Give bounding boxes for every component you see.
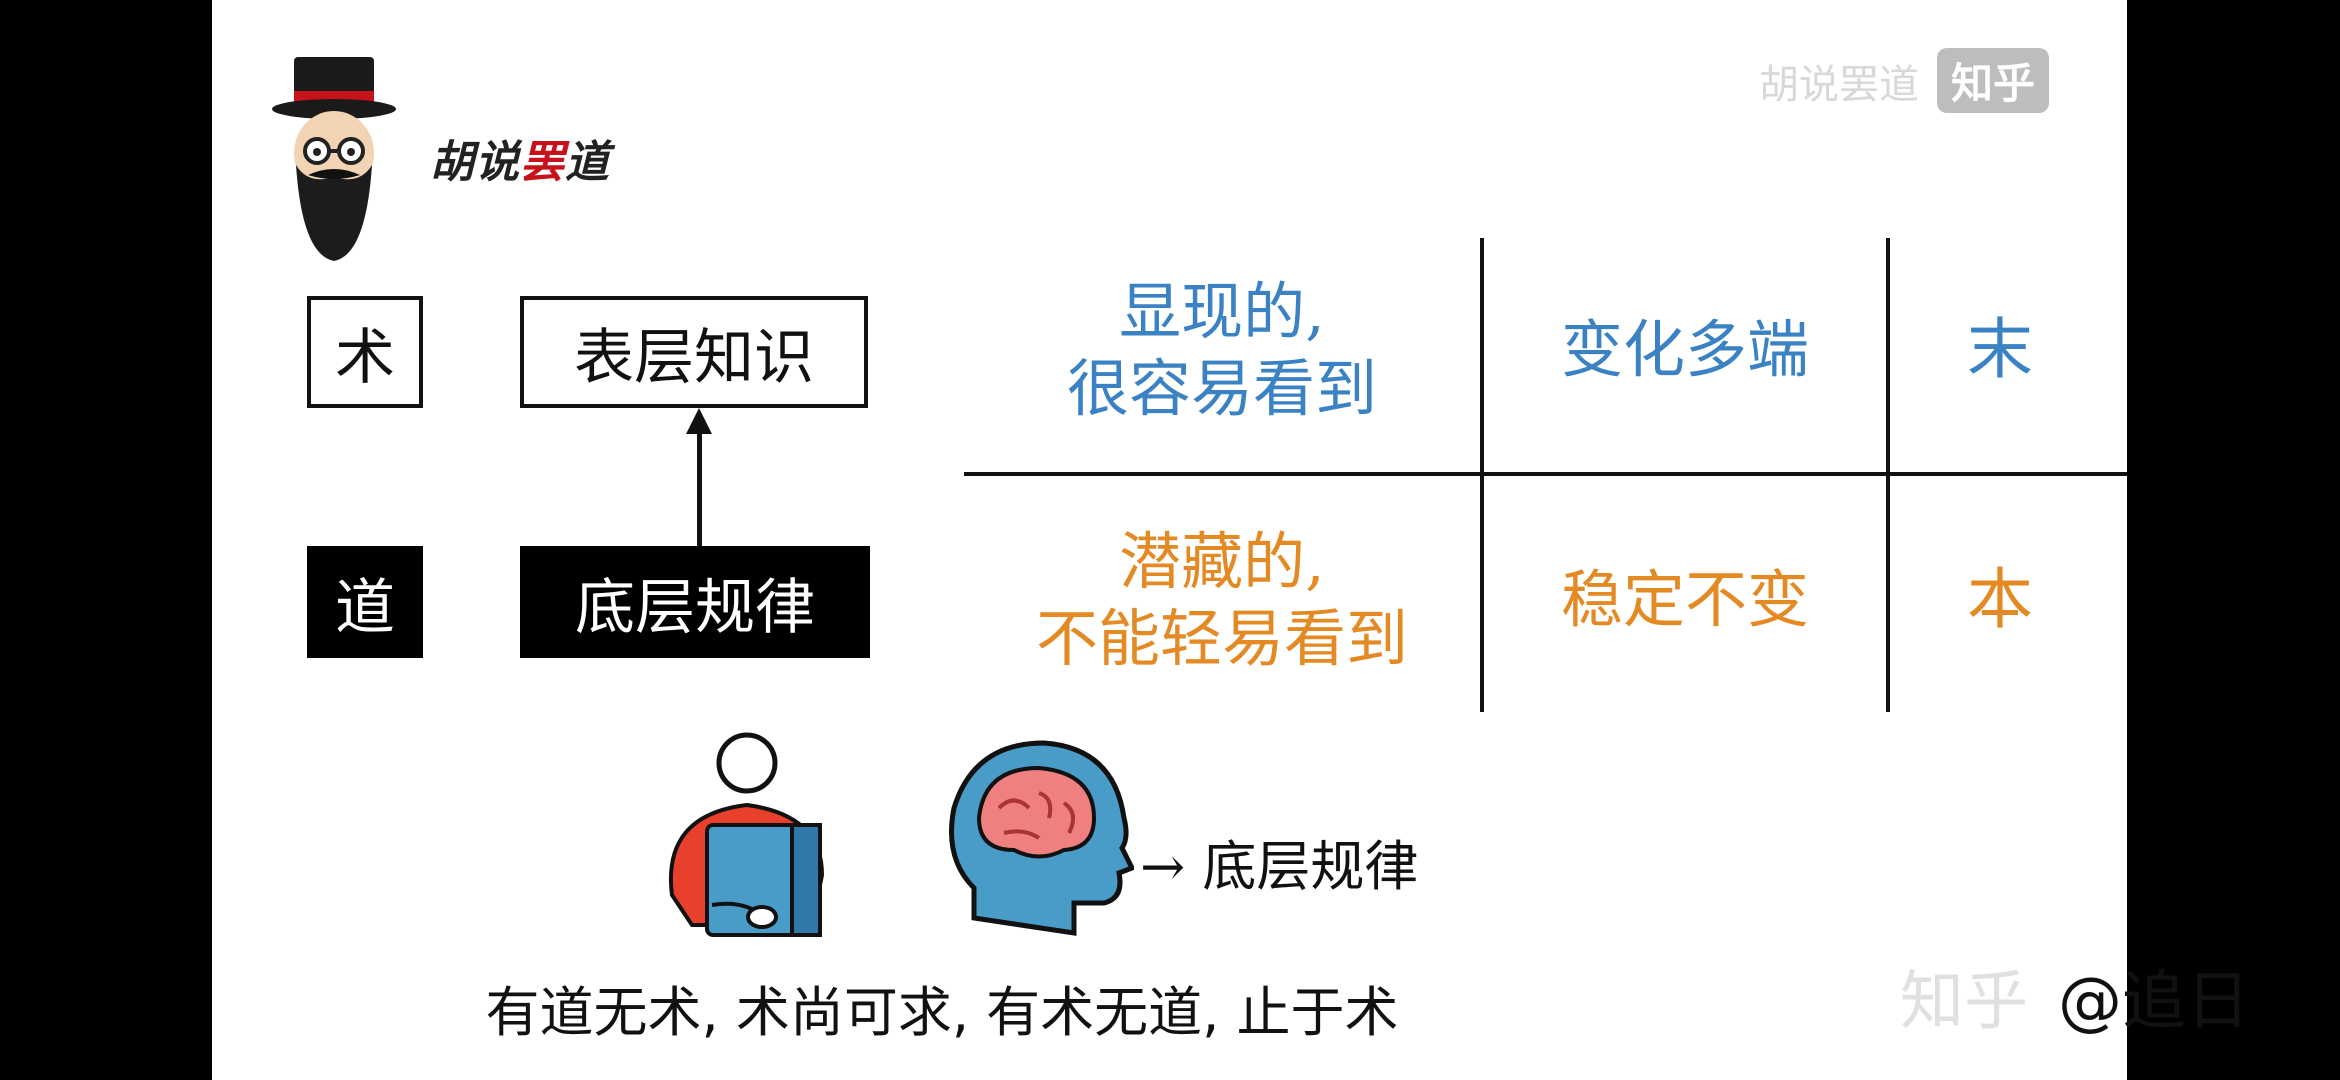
up-arrow-line [697,428,702,548]
arrow-underlying-law: → 底层规律 [1140,835,1419,898]
table-vertical-divider-2 [1886,238,1890,712]
row2-tag: 本 [1967,560,2033,638]
caption-text: 有道无术, 术尚可求, 有术无道, 止于术 [485,981,1399,1044]
row1-tag: 末 [1967,310,2033,388]
watermark-site: 知乎 [1900,965,2028,1039]
brand-name: 胡说罢道 [430,137,610,188]
surface-knowledge-box: 表层知识 [520,296,868,408]
row2-description: 潜藏的, 不能轻易看到 [1035,524,1408,676]
watermark-handle: @追日 [2058,965,2250,1039]
row1-description: 显现的, 很容易看到 [1066,274,1377,426]
table-horizontal-divider [964,472,2127,476]
underlying-law-box: 底层规律 [520,546,870,658]
zhihu-badge: 知乎 [1936,48,2049,113]
watermark-faded-text: 胡说罢道 [1758,61,1919,108]
brain-head-icon [949,740,1134,936]
row1-trait: 变化多端 [1560,313,1809,387]
slide-canvas: 胡说罢道 胡说罢道 知乎 术 表层知识 道 底层规律 显现的, 很容易看到 变化… [212,0,2127,1080]
reader-illustration [669,732,825,937]
dao-box: 道 [307,546,423,658]
watermark-bottom: 知乎 @追日 [1900,950,2250,1042]
mascot-illustration [272,57,396,261]
row2-trait: 稳定不变 [1560,563,1809,637]
watermark-top: 胡说罢道 知乎 [1759,48,2049,113]
shu-box: 术 [307,296,423,408]
table-vertical-divider-1 [1480,238,1484,712]
